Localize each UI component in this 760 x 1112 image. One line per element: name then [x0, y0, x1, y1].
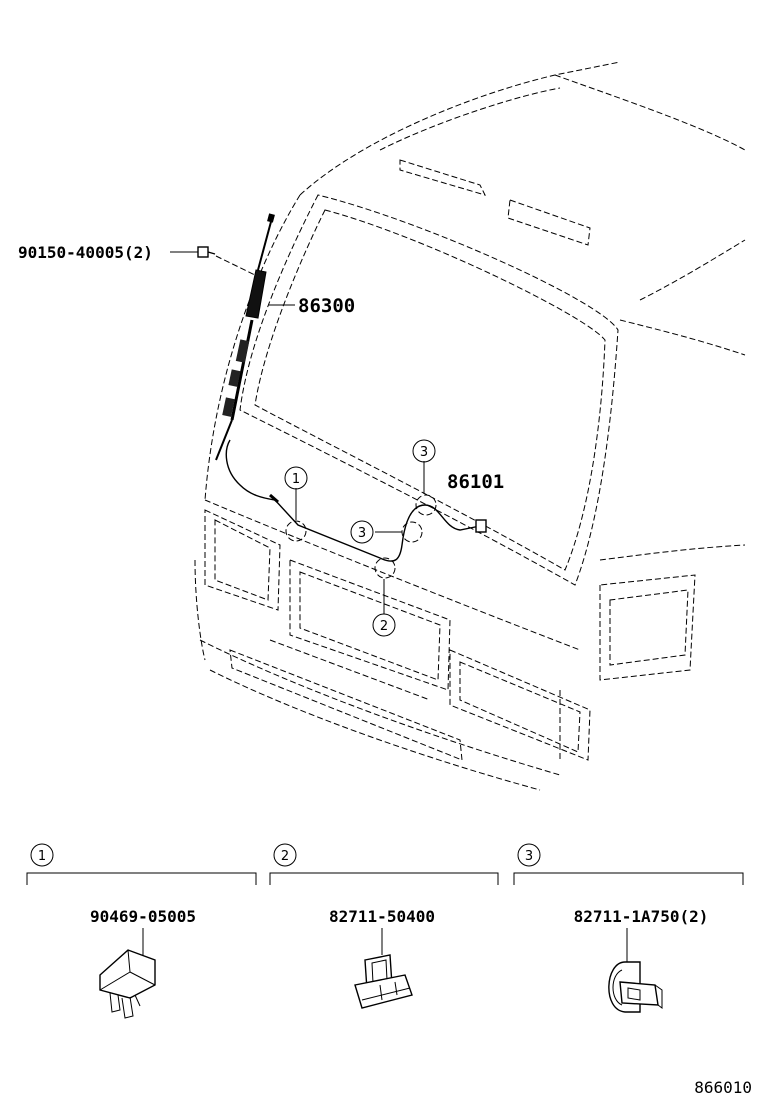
callout-bolt: 90150-40005(2) — [18, 243, 153, 262]
detail-3-part: 82711-1A750(2) — [574, 907, 709, 926]
callout-cord: 86101 — [447, 471, 504, 493]
antenna-cord — [225, 439, 487, 562]
antenna-assembly — [215, 213, 275, 461]
ref-circle-3a-main: 3 — [350, 520, 374, 544]
cord-clamp-icon — [608, 961, 663, 1013]
ref-circle-2-main: 2 — [372, 613, 396, 637]
cable-clamp-icon — [354, 954, 413, 1009]
vehicle-body — [194, 61, 746, 791]
detail-1-part: 90469-05005 — [90, 907, 196, 926]
svg-text:1: 1 — [292, 472, 300, 487]
detail-3: 3 82711-1A750(2) — [513, 843, 744, 1013]
svg-text:1: 1 — [38, 849, 46, 864]
callout-leaders — [268, 304, 425, 614]
svg-text:2: 2 — [281, 849, 289, 864]
ref-circle-3b-main: 3 — [412, 439, 436, 463]
svg-text:3: 3 — [358, 526, 366, 541]
detail-1: 1 90469-05005 — [26, 843, 257, 1019]
bolt-part — [170, 246, 256, 276]
svg-text:3: 3 — [420, 445, 428, 460]
callout-antenna: 86300 — [298, 295, 355, 317]
wire-clip-icon — [99, 949, 156, 1019]
detail-2: 2 82711-50400 — [269, 843, 499, 1009]
diagram-code: 866010 — [694, 1078, 752, 1097]
ref-circle-1-main: 1 — [284, 466, 308, 490]
svg-text:2: 2 — [380, 619, 388, 634]
detail-2-part: 82711-50400 — [329, 907, 435, 926]
svg-text:3: 3 — [525, 849, 533, 864]
